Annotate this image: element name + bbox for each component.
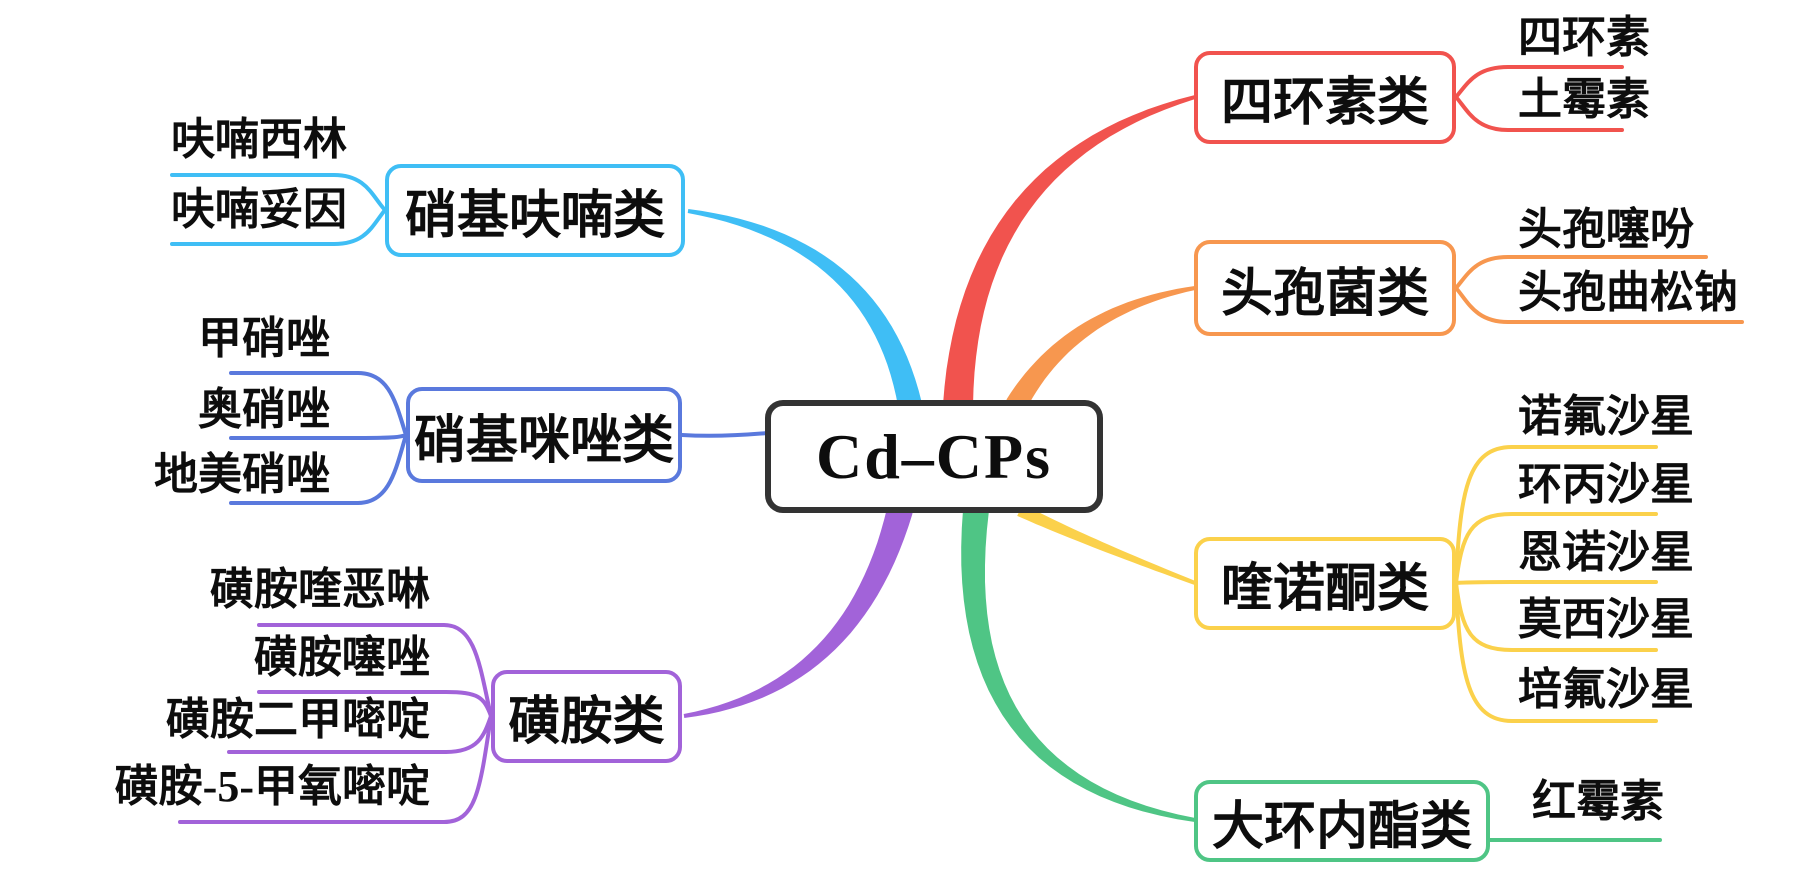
central-node: Cd–CPs	[765, 400, 1103, 513]
branch-node-macrolides: 大环内酯类	[1194, 780, 1490, 862]
child-label-nitrofurantoin: 呋喃妥因	[171, 185, 347, 234]
fork-line-sulfonamides-4	[178, 714, 493, 824]
branch-node-label: 头孢菌类	[1220, 265, 1429, 323]
child-label-sulfaquinoxaline: 磺胺喹恶啉	[210, 565, 430, 614]
fork-line-cephalosporins-2	[1454, 286, 1744, 324]
thick-branch-curve	[1017, 504, 1196, 585]
branch-node-label: 四环素类	[1220, 75, 1429, 132]
child-label-pefloxacin: 培氟沙星	[1518, 665, 1694, 714]
fork-line-sulfonamides-2	[257, 690, 493, 718]
branch-node-label: 硝基咪唑类	[413, 412, 674, 470]
fork-line-nitrofurans-2	[170, 208, 387, 246]
fork-line-tetracyclines-2	[1454, 95, 1624, 132]
thick-branch-curve	[687, 209, 922, 408]
child-label-norfloxacin: 诺氟沙星	[1518, 392, 1694, 441]
child-label-furacilin: 呋喃西林	[171, 115, 347, 164]
fork-line-nitroimidazoles-3	[229, 433, 408, 505]
thick-branch-curve	[943, 95, 1196, 406]
child-label-moxifloxacin: 莫西沙星	[1518, 595, 1694, 644]
child-label-sulfamethoxydiazine: 磺胺-5-甲氧嘧啶	[114, 762, 430, 811]
branch-node-sulfonamides: 磺胺类	[491, 670, 682, 763]
branch-node-label: 大环内酯类	[1211, 798, 1472, 856]
fork-line-nitrofurans-1	[170, 173, 387, 212]
central-node-label: Cd–CPs	[815, 420, 1053, 492]
fork-line-quinolones-2	[1454, 512, 1658, 585]
fork-line-quinolones-1	[1454, 445, 1658, 585]
fork-line-quinolones-3	[1454, 580, 1658, 585]
child-label-sulfadimidine: 磺胺二甲嘧啶	[166, 695, 430, 744]
branch-node-nitrofurans: 硝基呋喃类	[385, 164, 685, 257]
child-label-enrofloxacin: 恩诺沙星	[1518, 528, 1694, 577]
thick-branch-curves	[683, 95, 1196, 822]
fork-line-nitroimidazoles-2	[229, 433, 408, 440]
child-label-ceftriaxone: 头孢曲松钠	[1518, 268, 1738, 317]
fork-line-cephalosporins-1	[1454, 255, 1708, 290]
child-label-tetracycline: 四环素	[1518, 13, 1650, 62]
branch-node-label: 硝基呋喃类	[404, 188, 665, 245]
fork-line-quinolones-5	[1454, 581, 1658, 723]
branch-node-nitroimidazoles: 硝基咪唑类	[406, 387, 682, 483]
child-label-dimetridazole: 地美硝唑	[154, 450, 330, 499]
branch-node-quinolones: 喹诺酮类	[1194, 537, 1456, 630]
child-label-cephalothin: 头孢噻吩	[1518, 205, 1694, 254]
branch-node-label: 喹诺酮类	[1220, 561, 1429, 618]
thick-branch-curve	[1006, 286, 1196, 411]
child-label-oxytetracycline: 土霉素	[1518, 75, 1650, 124]
child-label-erythromycin: 红霉素	[1532, 777, 1664, 826]
thick-branch-curve	[961, 508, 1196, 822]
branch-node-cephalosporins: 头孢菌类	[1194, 240, 1456, 336]
connector-nitroimidazoles-center	[680, 431, 770, 438]
fork-line-nitroimidazoles-1	[229, 371, 408, 437]
fork-line-tetracyclines-1	[1454, 65, 1624, 99]
branch-node-tetracyclines: 四环素类	[1194, 51, 1456, 144]
child-label-sulfathiazole: 磺胺噻唑	[254, 633, 430, 682]
child-label-ciprofloxacin: 环丙沙星	[1518, 460, 1694, 509]
fork-line-sulfonamides-1	[257, 623, 493, 718]
branch-node-label: 磺胺类	[508, 694, 665, 751]
thick-branch-curve	[683, 506, 913, 718]
child-label-ornidazole: 奥硝唑	[198, 385, 330, 434]
child-label-metronidazole: 甲硝唑	[198, 314, 330, 363]
